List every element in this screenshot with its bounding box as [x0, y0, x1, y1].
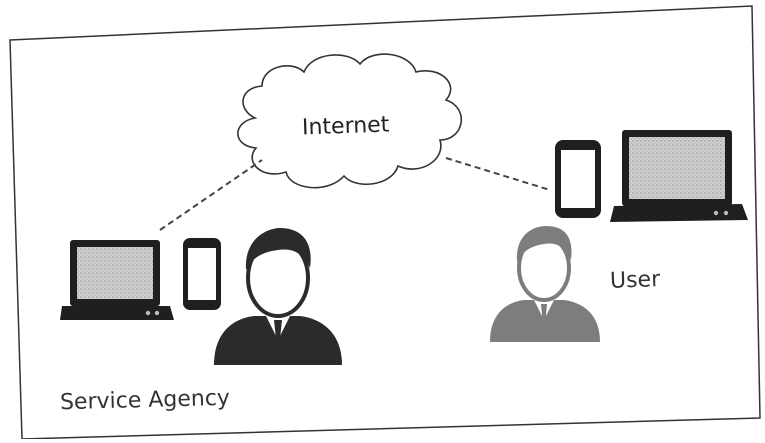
laptop-icon	[60, 240, 174, 320]
smartphone-icon	[555, 140, 601, 218]
person-icon	[214, 228, 342, 365]
cloud-icon	[237, 53, 462, 189]
laptop-icon	[610, 130, 748, 222]
connection-line-agency	[159, 159, 263, 231]
diagram-frame	[9, 5, 761, 440]
internet-label: Internet	[301, 112, 390, 141]
person-icon	[490, 226, 600, 342]
user-label: User	[609, 267, 661, 294]
smartphone-icon	[183, 238, 221, 310]
connection-line-user	[445, 157, 551, 191]
service-agency-label: Service Agency	[59, 385, 231, 416]
